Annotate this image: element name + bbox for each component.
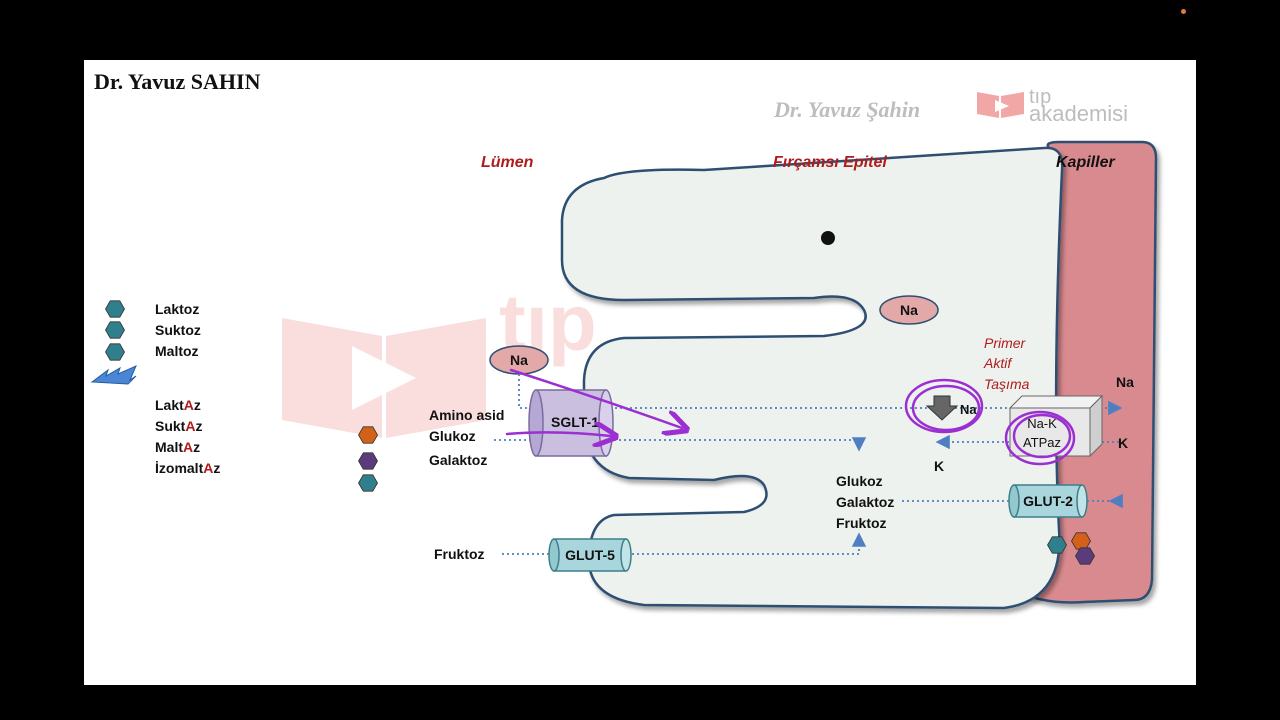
annotation-circle-pump (1004, 410, 1076, 466)
hexagon-purple-cap (1075, 547, 1095, 565)
legend-enzyme-4: İzomaltAz (155, 460, 220, 476)
legend-hexagons (105, 300, 125, 361)
na-ion-cell (879, 295, 939, 325)
cytosol-fructose: Fruktoz (836, 515, 887, 531)
glut5-label: GLUT-5 (565, 547, 615, 563)
hexagon-teal-2 (105, 321, 125, 339)
slide: Dr. Yavuz SAHIN Dr. Yavuz Şahin tıp akad… (84, 60, 1196, 685)
hexagon-teal-3 (105, 343, 125, 361)
glut5-transporter (548, 538, 632, 572)
pump-label-line1: Na-K (1027, 416, 1057, 431)
cytosol-glucose: Glukoz (836, 473, 883, 489)
brand-watermark-line1: tıp (1029, 86, 1051, 108)
down-arrow-icon (925, 395, 959, 421)
hexagon-teal-1 (105, 300, 125, 318)
legend-enzyme-2: SuktAz (155, 418, 202, 434)
substrate-fructose: Fruktoz (434, 546, 485, 562)
glut2-transporter (1008, 484, 1088, 518)
sglt1-label: SGLT-1 (551, 414, 599, 430)
substrate-galactose: Galaktoz (429, 452, 487, 468)
nucleus-dot (821, 231, 835, 245)
diagram-canvas: Dr. Yavuz SAHIN Dr. Yavuz Şahin tıp akad… (90, 69, 1158, 610)
cytosol-galactose: Galaktoz (836, 494, 894, 510)
brand-logo-icon (977, 92, 1024, 118)
pump-label-line2: ATPaz (1023, 435, 1061, 450)
label-capillary: Kapiller (1056, 154, 1115, 171)
author-heading: Dr. Yavuz SAHIN (94, 69, 261, 94)
na-pump-side-label: Na (960, 402, 977, 417)
hexagon-orange (358, 426, 378, 444)
na-flow-line (518, 374, 1123, 416)
annotation-arrow-glucose (505, 432, 611, 436)
recording-indicator (1181, 9, 1186, 14)
label-epithelium: Fırçamsı Epitel (773, 154, 887, 171)
na-ion-cell-label: Na (900, 302, 918, 318)
signature-watermark: Dr. Yavuz Şahin (773, 97, 920, 122)
brand-watermark-line2: akademisi (1029, 101, 1128, 126)
substrate-glucose: Glukoz (429, 428, 476, 444)
label-lumen: Lümen (481, 154, 534, 171)
primary-active-line2: Aktif (983, 355, 1013, 371)
k-cell-label: K (934, 458, 944, 474)
watermark-logo-icon: tıp (282, 278, 597, 438)
legend-disaccharide-3: Maltoz (155, 343, 199, 359)
hexagon-purple (358, 452, 378, 470)
legend-disaccharide-1: Laktoz (155, 301, 199, 317)
na-ion-lumen-label: Na (510, 352, 528, 368)
annotation-circle-na (904, 378, 984, 434)
primary-active-line1: Primer (984, 335, 1027, 351)
legend-disaccharide-2: Suktoz (155, 322, 201, 338)
fructose-flow-line (502, 532, 867, 555)
hexagon-teal-cap (1047, 536, 1067, 554)
na-capillary-label: Na (1116, 374, 1134, 390)
substrate-amino-acid: Amino asid (429, 407, 504, 423)
annotation-arrow-na (509, 368, 682, 428)
primary-active-line3: Taşıma (984, 376, 1030, 392)
legend-enzyme-1: LaktAz (155, 397, 201, 413)
hexagon-teal-4 (358, 474, 378, 492)
legend-enzyme-3: MaltAz (155, 439, 200, 455)
epithelial-cell (560, 146, 1064, 610)
enzyme-lightning-icon (90, 365, 137, 385)
hand-annotations (505, 368, 1076, 466)
glut2-label: GLUT-2 (1023, 493, 1073, 509)
k-capillary-label: K (1118, 435, 1128, 451)
